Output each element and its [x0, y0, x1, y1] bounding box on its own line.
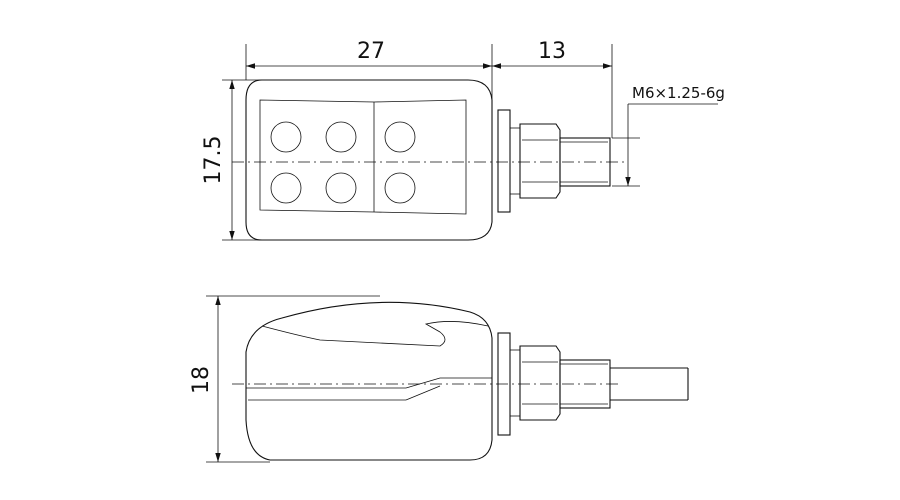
side-lower-edge: [405, 385, 441, 401]
side-dimensions: 18: [189, 295, 380, 463]
dim-label-17-5: 17.5: [201, 136, 226, 185]
side-lower-facet: [246, 377, 492, 389]
top-nut: [519, 123, 561, 199]
top-washer-inner: [509, 127, 521, 195]
top-dimensions: 27 13 17.5 M6×1.25-6g: [201, 39, 725, 241]
side-body-outline: [245, 301, 493, 461]
top-body-outline: [245, 79, 493, 241]
top-view: [232, 79, 625, 241]
side-view: [232, 301, 689, 461]
top-washer: [497, 109, 511, 213]
dim-label-13: 13: [538, 39, 566, 64]
led-circle: [384, 172, 416, 204]
top-lens-outline: [259, 99, 467, 215]
side-nut: [519, 345, 561, 421]
led-circle: [270, 172, 302, 204]
dim-label-27: 27: [357, 39, 385, 64]
led-circle: [270, 121, 302, 153]
led-circle: [325, 121, 357, 153]
side-washer-inner: [509, 349, 521, 417]
thread-spec-label: M6×1.25-6g: [632, 84, 725, 102]
led-circle: [325, 172, 357, 204]
led-array: [270, 121, 416, 204]
side-upper-facet: [261, 321, 489, 347]
dim-label-18: 18: [189, 366, 214, 394]
led-circle: [384, 121, 416, 153]
